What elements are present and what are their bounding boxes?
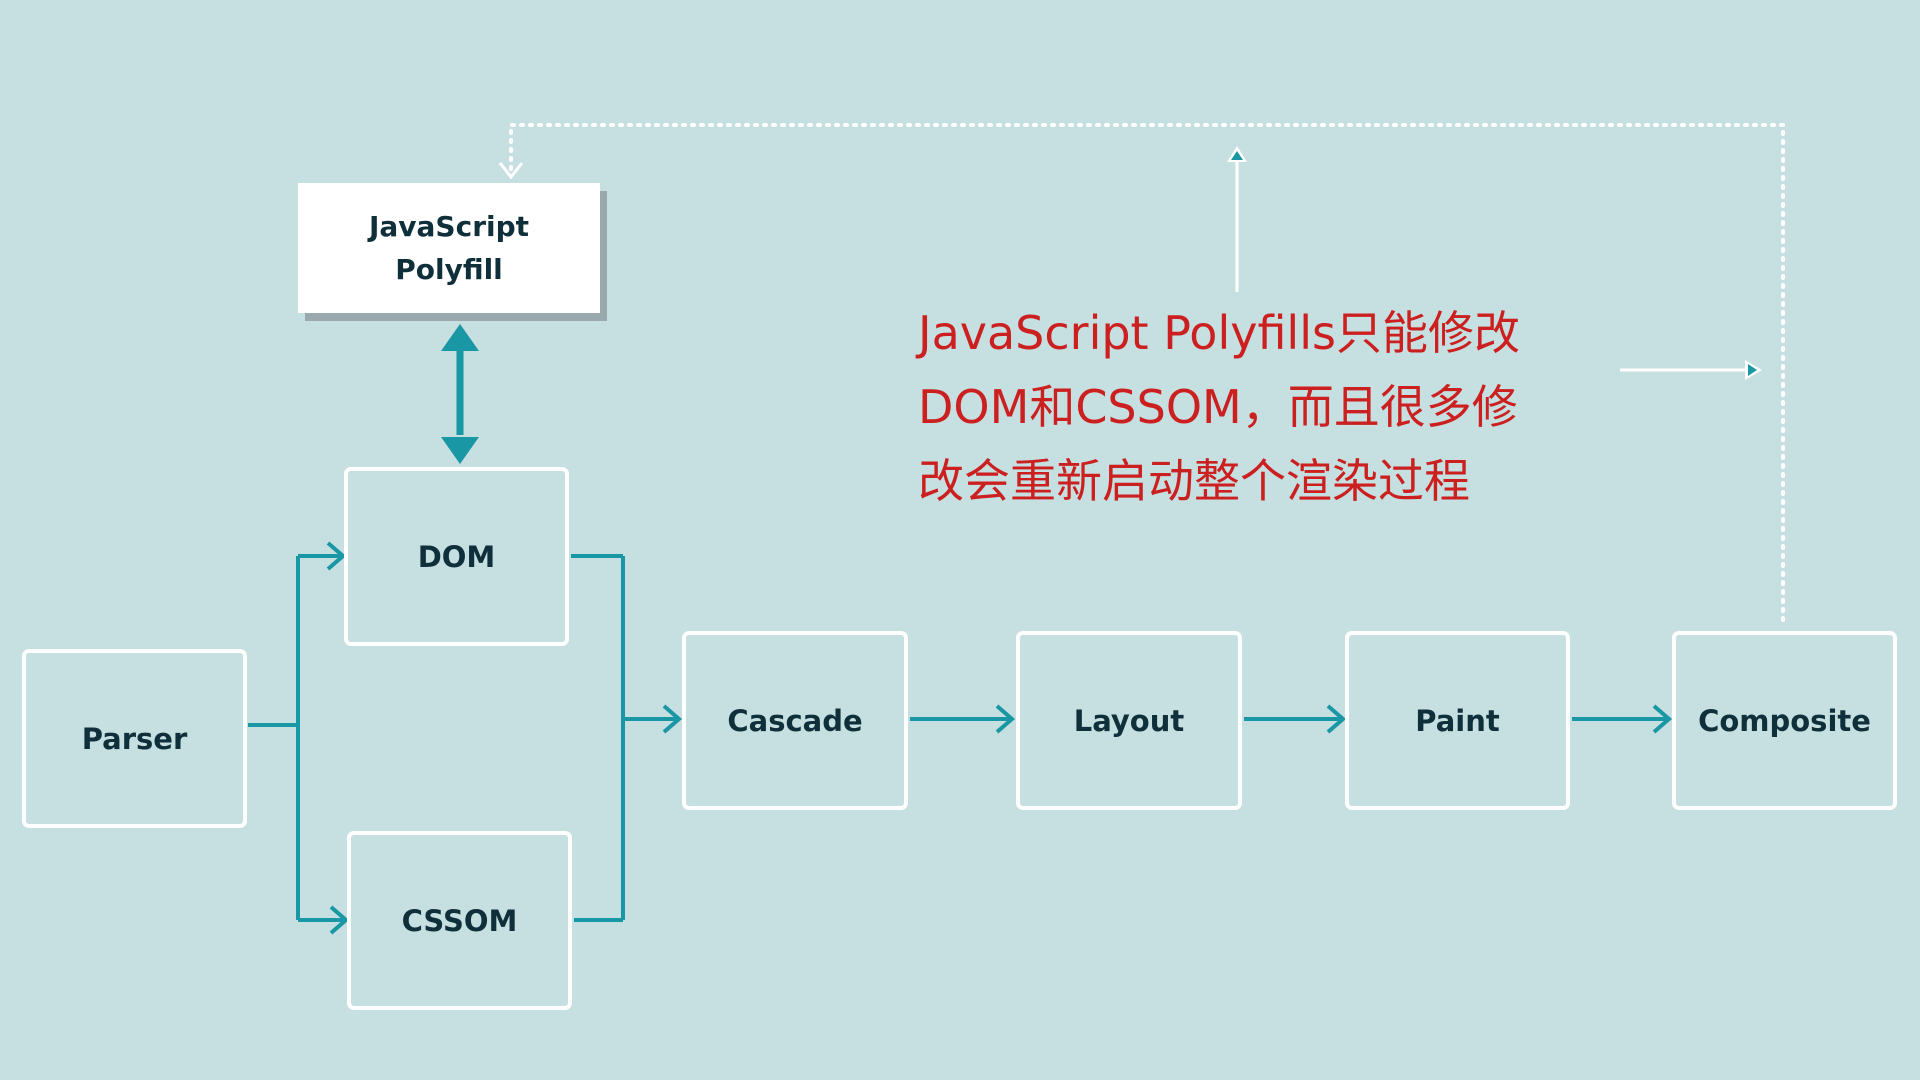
node-layout: Layout (1016, 631, 1242, 810)
node-composite: Composite (1672, 631, 1897, 810)
node-cascade-label: Cascade (727, 703, 863, 738)
annotation-up-arrow (1227, 146, 1247, 292)
node-dom: DOM (344, 467, 569, 646)
annotation-right-arrow (1620, 360, 1762, 380)
annotation-line3: 改会重新启动整个渲染过程 (918, 454, 1470, 508)
node-parser-label: Parser (81, 721, 188, 756)
pipeline-arrow-cascade-layout (910, 704, 1016, 734)
pipeline-arrow-layout-paint (1244, 704, 1347, 734)
pipeline-arrow-paint-composite (1572, 704, 1673, 734)
node-cssom-label: CSSOM (401, 903, 518, 938)
parser-fork-connector (248, 541, 350, 935)
node-cascade: Cascade (682, 631, 908, 810)
merge-connector (571, 554, 683, 922)
annotation-note: JavaScript Polyfills只能修改 DOM和CSSOM，而且很多修… (918, 296, 1618, 518)
node-layout-label: Layout (1073, 703, 1185, 738)
polyfill-label-line1: JavaScript (368, 210, 530, 243)
node-javascript-polyfill: JavaScript Polyfill (298, 183, 600, 313)
polyfill-dom-double-arrow (441, 324, 479, 464)
node-parser: Parser (22, 649, 247, 828)
feedback-loop-dotted (509, 123, 1785, 622)
node-dom-label: DOM (417, 539, 496, 574)
polyfill-label-line2: Polyfill (395, 253, 503, 286)
annotation-line1: JavaScript Polyfills只能修改 (918, 306, 1520, 360)
node-paint: Paint (1345, 631, 1570, 810)
node-cssom: CSSOM (347, 831, 572, 1010)
node-paint-label: Paint (1415, 703, 1500, 738)
node-composite-label: Composite (1698, 703, 1871, 738)
annotation-line2: DOM和CSSOM，而且很多修 (918, 380, 1518, 434)
feedback-loop-arrowhead (498, 162, 524, 180)
